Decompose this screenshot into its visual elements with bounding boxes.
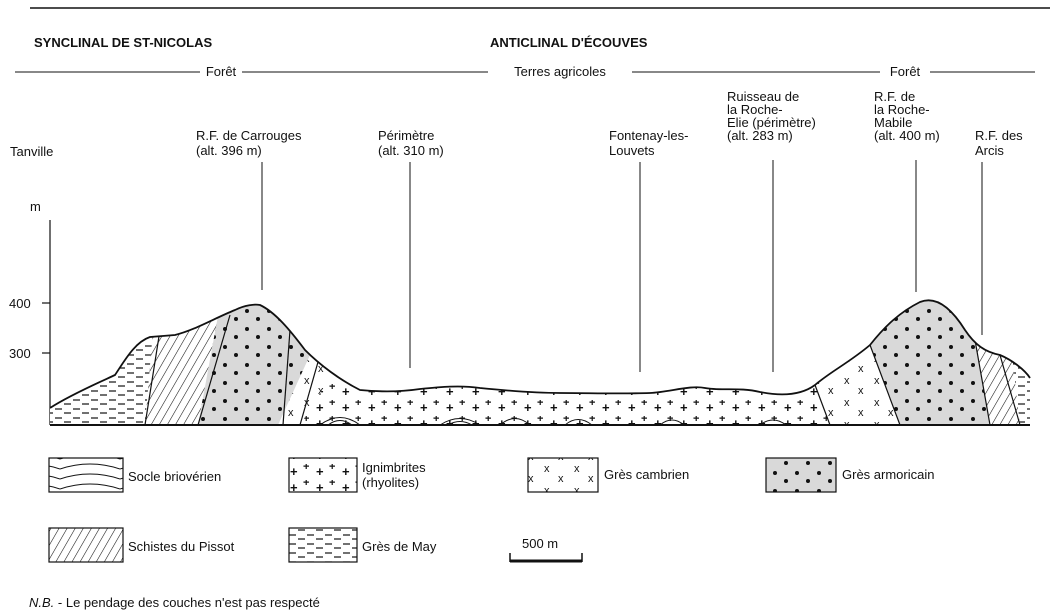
scale-bar-label: 500 m (522, 536, 558, 551)
land-use-terres-agricoles: Terres agricoles (514, 64, 606, 79)
elevation-axis: m 400 300 (9, 199, 50, 425)
place-roche-mabile: R.F. de la Roche- Mabile (alt. 400 m) (874, 89, 940, 143)
header-synclinal: SYNCLINAL DE ST-NICOLAS (34, 35, 212, 50)
legend-label-gres-cambrien: Grès cambrien (604, 467, 689, 482)
land-use-foret-right: Forêt (890, 64, 921, 79)
legend-label-ignimbrites: Ignimbrites (rhyolites) (362, 460, 429, 490)
header-anticlinal: ANTICLINAL D'ÉCOUVES (490, 35, 648, 50)
axis-tick-400: 400 (9, 296, 31, 311)
legend-swatch-gres-armoricain (766, 458, 836, 492)
axis-unit: m (30, 199, 41, 214)
place-perimetre: Périmètre (alt. 310 m) (378, 128, 444, 158)
legend-swatch-socle (49, 458, 123, 492)
scale-bar: 500 m (510, 536, 582, 562)
legend-swatch-ignimbrites (289, 458, 357, 492)
place-fontenay: Fontenay-les- Louvets (609, 128, 692, 158)
legend-label-gres-may: Grès de May (362, 539, 437, 554)
legend-label-schistes: Schistes du Pissot (128, 539, 235, 554)
legend: Socle briovérien Ignimbrites (rhyolites)… (49, 458, 934, 562)
place-arcis: R.F. des Arcis (975, 128, 1026, 158)
place-carrouges: R.F. de Carrouges (alt. 396 m) (196, 128, 305, 158)
place-ruisseau: Ruisseau de la Roche- Elie (périmètre) (… (727, 89, 819, 143)
legend-swatch-schistes (49, 528, 123, 562)
legend-swatch-gres-may (289, 528, 357, 562)
section-body (50, 250, 1040, 430)
land-use-foret-left: Forêt (206, 64, 237, 79)
legend-label-gres-armoricain: Grès armoricain (842, 467, 934, 482)
land-use-line: Forêt Terres agricoles Forêt (15, 64, 1035, 79)
legend-label-socle: Socle briovérien (128, 469, 221, 484)
place-tanville: Tanville (10, 144, 53, 159)
legend-swatch-gres-cambrien (528, 458, 598, 492)
footnote: N.B. - Le pendage des couches n'est pas … (29, 595, 320, 610)
axis-tick-300: 300 (9, 346, 31, 361)
